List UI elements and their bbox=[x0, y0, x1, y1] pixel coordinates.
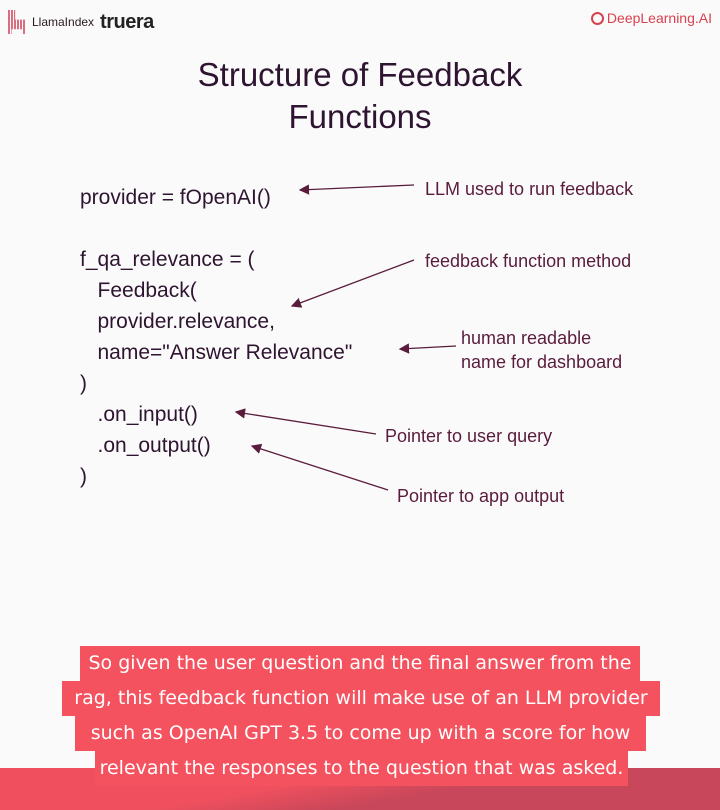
caption-line: such as OpenAI GPT 3.5 to come up with a… bbox=[75, 716, 646, 751]
caption-line: So given the user question and the final… bbox=[80, 646, 640, 681]
llamaindex-truera-logos: LlamaIndex truera bbox=[8, 10, 154, 34]
annotation-name-line1: human readable bbox=[461, 328, 592, 348]
deeplearning-logo-text: DeepLearning.AI bbox=[606, 10, 712, 26]
annotation-on-output: Pointer to app output bbox=[397, 486, 565, 506]
llama-icon bbox=[8, 10, 26, 34]
code-line: .on_output() bbox=[80, 434, 211, 457]
deeplearning-logo: DeepLearning.AI bbox=[590, 10, 712, 26]
code-line: ) bbox=[80, 465, 87, 488]
caption-line: relevant the responses to the question t… bbox=[95, 751, 628, 786]
title-line: Structure of Feedback bbox=[197, 56, 523, 93]
code-line: f_qa_relevance = ( bbox=[80, 248, 255, 271]
deeplearning-icon bbox=[590, 11, 604, 25]
code-line: name="Answer Relevance" bbox=[80, 341, 353, 364]
code-line: Feedback( bbox=[80, 279, 197, 302]
annotation-provider: LLM used to run feedback bbox=[425, 179, 634, 199]
llamaindex-logo: LlamaIndex bbox=[32, 15, 95, 29]
annotation-name-line2: name for dashboard bbox=[461, 352, 623, 372]
code-line: ) bbox=[80, 372, 87, 395]
caption-line: rag, this feedback function will make us… bbox=[62, 681, 660, 716]
annotation-on-input: Pointer to user query bbox=[385, 426, 553, 446]
truera-logo: truera bbox=[100, 10, 154, 33]
code-line: provider = fOpenAI() bbox=[80, 186, 271, 209]
code-line: .on_input() bbox=[80, 403, 198, 426]
slide-title: Structure of Feedback Functions bbox=[0, 54, 720, 138]
code-line: provider.relevance, bbox=[80, 310, 275, 333]
annotation-method: feedback function method bbox=[425, 251, 632, 271]
code-block: provider = fOpenAI() f_qa_relevance = ( … bbox=[80, 182, 410, 492]
title-line: Functions bbox=[288, 98, 432, 135]
